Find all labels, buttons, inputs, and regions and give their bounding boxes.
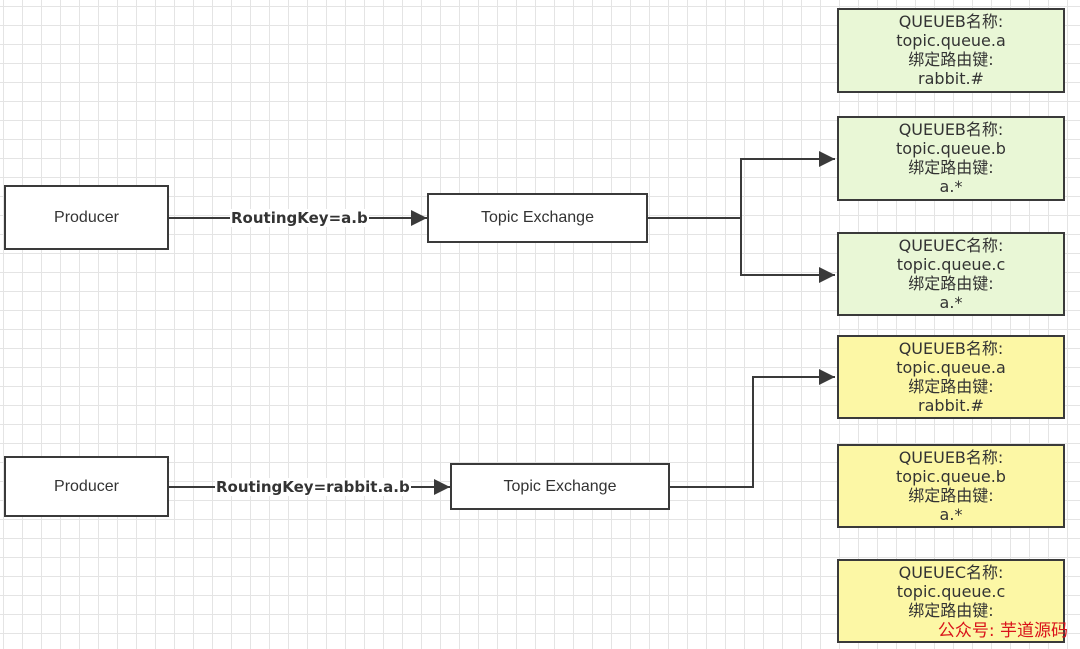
bottom-queue-a: QUEUEB名称: topic.queue.a 绑定路由键: rabbit.# bbox=[837, 335, 1065, 419]
queue-title: QUEUEB名称: bbox=[898, 339, 1004, 358]
queue-title: QUEUEB名称: bbox=[898, 12, 1004, 31]
queue-name: topic.queue.a bbox=[896, 31, 1006, 50]
queue-name: topic.queue.c bbox=[896, 255, 1006, 274]
bottom-exchange-to-queue-a-arrow bbox=[669, 369, 835, 488]
top-exchange-to-queue-c-arrow bbox=[740, 218, 835, 283]
queue-name: topic.queue.c bbox=[896, 582, 1006, 601]
bottom-queue-c: QUEUEC名称: topic.queue.c 绑定路由键: bbox=[837, 559, 1065, 643]
top-exchange-label: Topic Exchange bbox=[481, 209, 594, 226]
queue-key: a.* bbox=[939, 293, 963, 312]
queue-title: QUEUEB名称: bbox=[898, 120, 1004, 139]
queue-name: topic.queue.a bbox=[896, 358, 1006, 377]
watermark-name: 芋道源码 bbox=[1000, 621, 1068, 641]
queue-key: rabbit.# bbox=[918, 396, 984, 415]
queue-title: QUEUEC名称: bbox=[898, 563, 1004, 582]
queue-name: topic.queue.b bbox=[896, 139, 1006, 158]
queue-key-label: 绑定路由键: bbox=[908, 274, 994, 293]
wechat-watermark: 公众号: 芋道源码 bbox=[938, 616, 1068, 641]
queue-key: a.* bbox=[939, 177, 963, 196]
queue-title: QUEUEC名称: bbox=[898, 236, 1004, 255]
top-queue-c: QUEUEC名称: topic.queue.c 绑定路由键: a.* bbox=[837, 232, 1065, 316]
queue-key: rabbit.# bbox=[918, 69, 984, 88]
queue-key-label: 绑定路由键: bbox=[908, 158, 994, 177]
top-exchange-to-queue-b-arrow bbox=[647, 151, 835, 219]
top-producer-node: Producer bbox=[4, 185, 169, 250]
queue-title: QUEUEB名称: bbox=[898, 448, 1004, 467]
queue-key-label: 绑定路由键: bbox=[908, 377, 994, 396]
bottom-producer-node: Producer bbox=[4, 456, 169, 517]
top-exchange-node: Topic Exchange bbox=[427, 193, 648, 243]
queue-key-label: 绑定路由键: bbox=[908, 486, 994, 505]
top-queue-b: QUEUEB名称: topic.queue.b 绑定路由键: a.* bbox=[837, 116, 1065, 201]
bottom-routing-key-label: RoutingKey=rabbit.a.b bbox=[215, 478, 411, 496]
top-queue-a: QUEUEB名称: topic.queue.a 绑定路由键: rabbit.# bbox=[837, 8, 1065, 93]
watermark-prefix: 公众号: bbox=[937, 621, 995, 641]
top-producer-label: Producer bbox=[54, 208, 119, 226]
queue-key-label: 绑定路由键: bbox=[908, 601, 994, 620]
bottom-queue-b: QUEUEB名称: topic.queue.b 绑定路由键: a.* bbox=[837, 444, 1065, 528]
queue-key-label: 绑定路由键: bbox=[908, 50, 994, 69]
queue-key: a.* bbox=[939, 505, 963, 524]
bottom-exchange-node: Topic Exchange bbox=[450, 463, 670, 510]
bottom-producer-label: Producer bbox=[54, 477, 119, 495]
top-routing-key-label: RoutingKey=a.b bbox=[230, 209, 369, 227]
bottom-exchange-label: Topic Exchange bbox=[503, 477, 617, 495]
queue-name: topic.queue.b bbox=[896, 467, 1006, 486]
